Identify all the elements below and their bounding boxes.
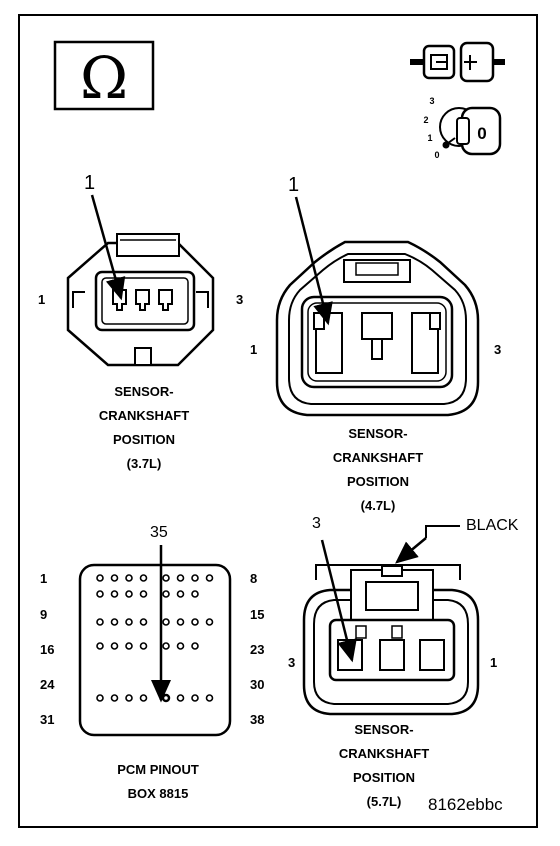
connector-57l-drawing — [302, 525, 480, 716]
pcm-pin-21 — [176, 618, 185, 626]
pcm-pin-13 — [162, 590, 170, 598]
caption-37l-line2: CRANKSHAFT — [98, 408, 190, 423]
pcm-row-right-1: 8 — [250, 571, 258, 586]
pcm-pin-27 — [139, 642, 148, 650]
caption-47l-line4: (4.7L) — [360, 498, 396, 513]
pin-label-47l-left: 1 — [250, 342, 258, 357]
pcm-pin-31 — [96, 694, 104, 702]
pcm-pin-18 — [125, 618, 133, 626]
connector-47l-drawing — [275, 196, 480, 417]
pcm-pin-1 — [96, 574, 104, 582]
callout-37l-pin: 1 — [84, 172, 96, 194]
pcm-pin-28 — [162, 642, 170, 650]
pcm-row-right-5: 38 — [250, 712, 265, 727]
caption-47l: SENSOR- CRANKSHAFT POSITION (4.7L) — [333, 422, 423, 518]
caption-57l-line3: POSITION — [352, 770, 416, 785]
caption-57l-line1: SENSOR- — [354, 722, 414, 737]
caption-pcm: PCM PINOUT BOX 8815 — [117, 758, 199, 806]
caption-47l-line1: SENSOR- — [348, 426, 408, 441]
pcm-row-left-1: 1 — [40, 571, 48, 586]
pcm-pinout-box — [78, 545, 232, 737]
pcm-pin-29 — [176, 642, 185, 650]
caption-pcm-line2: BOX 8815 — [127, 786, 189, 801]
pcm-pin-23 — [205, 618, 214, 626]
pcm-pin-37 — [191, 694, 199, 702]
pcm-pin-34 — [139, 694, 148, 702]
pcm-pin-4 — [139, 574, 148, 582]
pcm-pin-24 — [96, 642, 104, 650]
figure-code: 8162ebbc — [428, 795, 503, 814]
pcm-row-right-2: 15 — [250, 607, 265, 622]
pcm-pin-6 — [176, 574, 185, 582]
pcm-pin-33 — [125, 694, 133, 702]
pcm-pin-26 — [125, 642, 133, 650]
caption-47l-line3: POSITION — [346, 474, 410, 489]
caption-37l-line1: SENSOR- — [114, 384, 174, 399]
pcm-pin-15 — [191, 590, 199, 598]
pcm-row-left-4: 24 — [40, 677, 55, 692]
pcm-pin-38 — [205, 694, 214, 702]
pcm-row-right-4: 30 — [250, 677, 265, 692]
pcm-pin-12 — [139, 590, 148, 598]
pin-label-47l-right: 3 — [494, 342, 502, 357]
pcm-pin-19 — [139, 618, 148, 626]
pcm-pin-22 — [191, 618, 199, 626]
pcm-pin-30 — [191, 642, 199, 650]
callout-47l-pin: 1 — [288, 174, 300, 196]
caption-37l: SENSOR- CRANKSHAFT POSITION (3.7L) — [99, 380, 189, 476]
pcm-pin-2 — [110, 574, 119, 582]
pcm-pin-16 — [96, 618, 104, 626]
pcm-pin-36 — [176, 694, 185, 702]
caption-37l-line3: POSITION — [112, 432, 176, 447]
svg-text:Ω: Ω — [80, 44, 128, 112]
color-label-black: BLACK — [466, 517, 519, 534]
pin-label-37l-left: 1 — [38, 292, 46, 307]
pcm-pin-9 — [96, 590, 104, 598]
pcm-pin-25 — [110, 642, 119, 650]
omega-icon: Ω — [53, 40, 155, 112]
pcm-row-right-3: 23 — [250, 642, 265, 657]
callout-pcm-pin: 35 — [150, 524, 168, 541]
pcm-pin-10 — [110, 590, 119, 598]
svg-text:3: 3 — [429, 96, 434, 106]
connector-37l-drawing — [66, 194, 215, 367]
pcm-pin-35 — [161, 693, 171, 703]
pin-label-57l-left: 3 — [288, 655, 296, 670]
pcm-pin-11 — [125, 590, 133, 598]
pcm-pin-17 — [110, 618, 119, 626]
callout-57l-pin: 3 — [312, 515, 321, 532]
caption-pcm-line1: PCM PINOUT — [117, 762, 199, 777]
pin-label-57l-right: 1 — [490, 655, 498, 670]
pin-label-37l-right: 3 — [236, 292, 244, 307]
pcm-pin-7 — [191, 574, 199, 582]
caption-37l-line4: (3.7L) — [126, 456, 162, 471]
svg-text:0: 0 — [477, 124, 486, 143]
pcm-pin-5 — [162, 574, 170, 582]
pcm-pin-20 — [162, 618, 170, 626]
pcm-pin-8 — [205, 574, 214, 582]
pcm-pin-32 — [110, 694, 119, 702]
diagram-frame — [18, 14, 538, 828]
svg-text:1: 1 — [427, 133, 432, 143]
pcm-row-left-3: 16 — [40, 642, 55, 657]
pcm-pin-3 — [125, 574, 133, 582]
pcm-row-left-2: 9 — [40, 607, 48, 622]
caption-57l-line4: (5.7L) — [366, 794, 402, 809]
connector-disconnect-icon — [410, 41, 505, 83]
caption-47l-line2: CRANKSHAFT — [332, 450, 424, 465]
caption-57l: SENSOR- CRANKSHAFT POSITION (5.7L) — [339, 718, 429, 814]
svg-text:2: 2 — [423, 115, 428, 125]
pcm-row-left-5: 31 — [40, 712, 55, 727]
ignition-switch-icon: 3 2 1 0 0 — [423, 96, 502, 160]
pcm-pin-grid — [96, 574, 214, 703]
pcm-pin-14 — [176, 590, 185, 598]
caption-57l-line2: CRANKSHAFT — [338, 746, 430, 761]
svg-text:0: 0 — [434, 150, 439, 160]
